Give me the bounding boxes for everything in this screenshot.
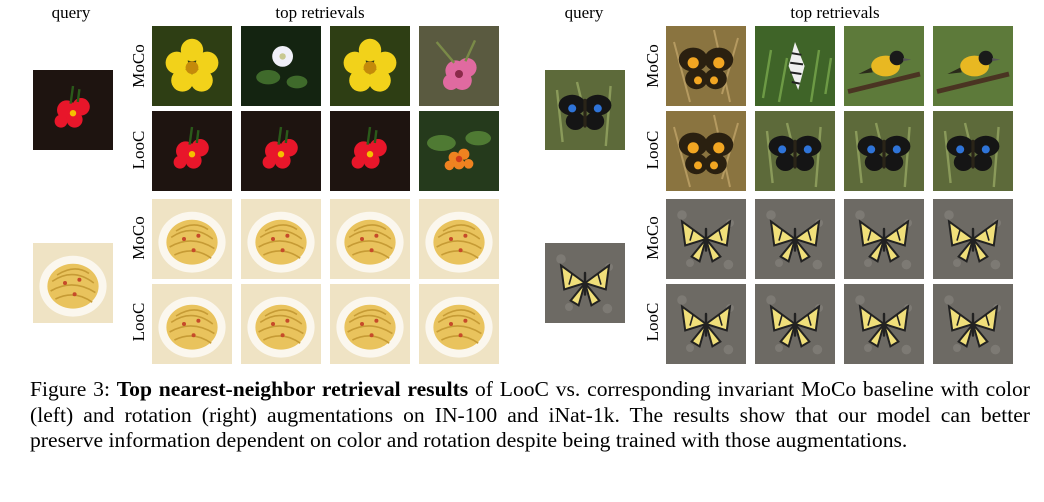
looc-retrieval-blue-butterfly <box>933 111 1013 191</box>
looc-retrieval-swallowtail <box>844 284 924 364</box>
looc-retrieval-pasta <box>419 284 499 364</box>
caption-bold: Top nearest-neighbor retrieval results <box>116 377 469 401</box>
row-label-moco: MoCo <box>129 44 148 88</box>
moco-retrieval-swallowtail <box>933 199 1013 279</box>
moco-retrieval-yellow-butterfly <box>666 26 746 106</box>
moco-retrieval-pasta <box>330 199 410 279</box>
moco-retrieval-swallowtail <box>755 199 835 279</box>
left-query-header: query <box>51 3 91 22</box>
looc-retrieval-pasta <box>330 284 410 364</box>
query-image-pasta <box>33 243 113 323</box>
caption-text: of LooC vs. corresponding invariant MoCo… <box>30 377 1031 452</box>
moco-retrieval-yellow-flower <box>152 26 232 106</box>
caption-prefix: Figure 3: <box>30 377 117 401</box>
row-label-moco: MoCo <box>643 216 662 260</box>
looc-retrieval-red-flower <box>241 111 321 191</box>
moco-retrieval-swallowtail <box>844 199 924 279</box>
looc-retrieval-red-flower <box>152 111 232 191</box>
figure-caption: Figure 3: Top nearest-neighbor retrieval… <box>30 377 1030 454</box>
row-label-looc: LooC <box>129 302 148 342</box>
looc-retrieval-pasta <box>152 284 232 364</box>
moco-retrieval-white-flower <box>241 26 321 106</box>
row-label-looc: LooC <box>643 302 662 342</box>
right-retrievals-header: top retrievals <box>790 3 880 22</box>
looc-retrieval-swallowtail <box>933 284 1013 364</box>
moco-retrieval-pasta <box>241 199 321 279</box>
looc-retrieval-swallowtail <box>755 284 835 364</box>
looc-retrieval-orange-flower <box>419 111 499 191</box>
moco-retrieval-pink-flower <box>419 26 499 106</box>
moco-retrieval-bird <box>844 26 924 106</box>
moco-retrieval-yellow-flower <box>330 26 410 106</box>
moco-retrieval-swallowtail <box>666 199 746 279</box>
looc-retrieval-yellow-butterfly <box>666 111 746 191</box>
row-label-moco: MoCo <box>643 44 662 88</box>
row-label-looc: LooC <box>129 130 148 170</box>
query-image-red-flower <box>33 70 113 150</box>
query-image-swallowtail <box>545 243 625 323</box>
moco-retrieval-bird <box>933 26 1013 106</box>
looc-retrieval-red-flower <box>330 111 410 191</box>
looc-retrieval-pasta <box>241 284 321 364</box>
query-image-blue-butterfly <box>545 70 625 150</box>
looc-retrieval-blue-butterfly <box>755 111 835 191</box>
left-retrievals-header: top retrievals <box>275 3 365 22</box>
right-query-header: query <box>564 3 604 22</box>
looc-retrieval-blue-butterfly <box>844 111 924 191</box>
row-label-looc: LooC <box>643 130 662 170</box>
retrieval-figure: query top retrievals query top retrieval… <box>33 3 1013 364</box>
looc-retrieval-swallowtail <box>666 284 746 364</box>
moco-retrieval-zebra-butterfly <box>755 26 835 106</box>
moco-retrieval-pasta <box>419 199 499 279</box>
row-label-moco: MoCo <box>129 216 148 260</box>
moco-retrieval-pasta <box>152 199 232 279</box>
